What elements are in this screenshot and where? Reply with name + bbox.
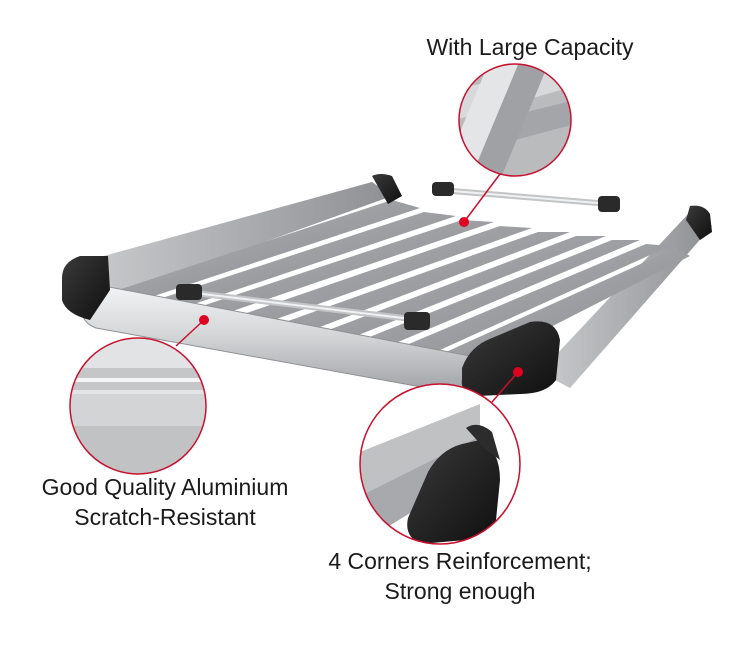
zoom-circle-corners — [359, 383, 521, 545]
caption-corners-line-1: 4 Corners Reinforcement; — [328, 548, 592, 574]
caption-corners: 4 Corners Reinforcement; Strong enough — [310, 546, 610, 606]
zoom-circle-capacity — [458, 63, 572, 177]
caption-aluminium-line-2: Scratch-Resistant — [74, 504, 256, 530]
deck-slats — [112, 200, 690, 362]
callout-dot-aluminium — [199, 315, 209, 325]
left-side-rail — [82, 182, 392, 300]
callout-dot-capacity — [459, 217, 469, 227]
zoom-circle-aluminium — [69, 337, 207, 475]
caption-aluminium: Good Quality Aluminium Scratch-Resistant — [20, 472, 310, 532]
rack-body — [62, 174, 712, 396]
corner-caps — [62, 174, 712, 396]
caption-capacity: With Large Capacity — [400, 32, 660, 62]
callout-dot-corners — [513, 367, 523, 377]
crossbars — [176, 182, 620, 330]
caption-corners-line-2: Strong enough — [384, 578, 536, 604]
caption-aluminium-line-1: Good Quality Aluminium — [41, 474, 289, 500]
callout-leaders — [175, 173, 519, 403]
caption-capacity-line-1: With Large Capacity — [426, 34, 634, 60]
